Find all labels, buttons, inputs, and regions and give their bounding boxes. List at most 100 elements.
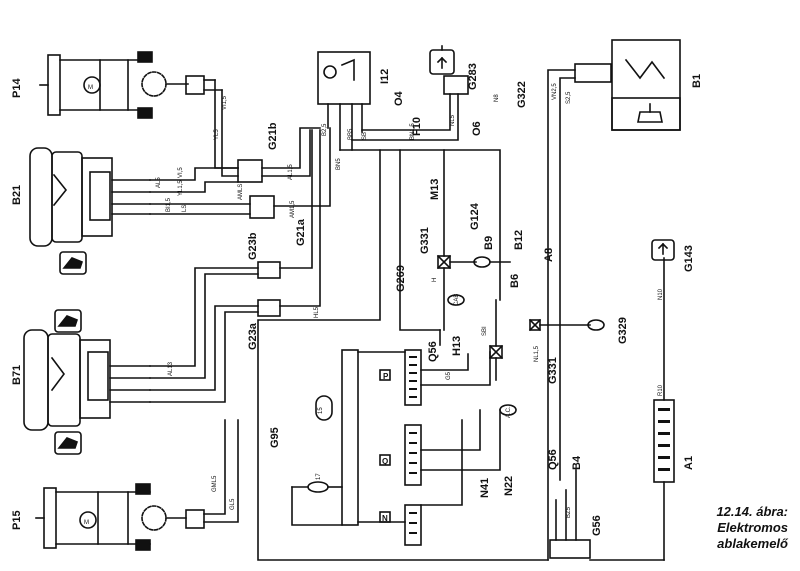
connector-g56 [549, 539, 591, 559]
label-h13: H13 [451, 336, 463, 356]
fuse-17 [307, 481, 329, 493]
wire-amls: AMLS [238, 184, 244, 200]
fuse-cab [447, 294, 465, 306]
label-q56-bottom: Q56 [547, 449, 559, 470]
label-b6: B6 [509, 274, 521, 288]
label-b9: B9 [483, 236, 495, 250]
label-g143: G143 [683, 245, 695, 272]
figure-caption: 12.14. ábra: Elektromos ablakemelő [716, 504, 788, 552]
seat-icon [637, 103, 663, 123]
switch-b71 [23, 329, 151, 431]
label-g23b: G23b [247, 232, 259, 260]
window-switch-icon [54, 309, 82, 333]
label-g331-top: G331 [419, 227, 431, 254]
wire-al5: AL5 [156, 177, 162, 188]
svg-text:M: M [88, 85, 93, 91]
wire-h: H [432, 278, 438, 282]
relay-i12 [317, 51, 371, 105]
wire-bn5: BN5 [336, 158, 342, 170]
wire-sb: SB [362, 132, 368, 140]
connector-g23a [257, 299, 281, 317]
wire-b25: B2,5 [322, 123, 328, 136]
connector-g21a [249, 195, 275, 219]
label-g269: G269 [395, 265, 407, 292]
wire-sbi: SBI [482, 326, 488, 336]
component-b1 [611, 39, 681, 131]
label-b21: B21 [11, 185, 23, 205]
label-b4: B4 [571, 455, 583, 470]
connector-letter-n: N [382, 514, 388, 523]
motor-icon: M [79, 511, 97, 529]
label-a8: A8 [543, 248, 555, 262]
connector-q [404, 424, 422, 486]
fuse-15 [315, 395, 333, 421]
caption-line-3: ablakemelő [717, 536, 788, 551]
wire-hl5: HL5 [314, 306, 320, 318]
wire-g5: G5 [446, 371, 452, 380]
label-q56-mid: Q56 [427, 341, 439, 362]
label-n22: N22 [503, 476, 515, 496]
wire-nl5: NL5 [450, 114, 456, 126]
wire-gml5: GML5 [212, 475, 218, 492]
fuse-label-17: 17 [316, 473, 322, 480]
wire-bn15: BN1,5 [410, 123, 416, 140]
label-g56: G56 [591, 515, 603, 536]
window-switch-icon [54, 431, 82, 455]
wire-am15: AM1,5 [290, 200, 296, 218]
label-a1: A1 [683, 456, 695, 470]
label-b1: B1 [691, 74, 703, 88]
label-f10: F10 [411, 117, 423, 136]
label-g21b: G21b [267, 122, 279, 150]
motor-p14: M [39, 51, 223, 119]
label-p15: P15 [11, 510, 23, 530]
wire-bb5: BB5 [348, 128, 354, 140]
motor-p15: M [35, 483, 205, 551]
svg-text:M: M [84, 520, 89, 526]
wire-n10: N10 [658, 288, 664, 300]
label-g23a: G23a [247, 322, 259, 350]
caption-line-2: Elektromos [717, 520, 788, 535]
wire-nl15: NL1,5 [534, 345, 540, 362]
connector-letter-p: P [383, 372, 389, 381]
label-g124: G124 [469, 202, 481, 230]
switch-b21 [29, 147, 151, 247]
fuse-g329 [587, 319, 605, 331]
wire-al13: AL13 [168, 361, 174, 376]
connector-p [404, 349, 422, 406]
label-b12: B12 [513, 230, 525, 250]
wire-al15: AL1,5 [288, 164, 294, 180]
label-m13: M13 [429, 179, 441, 200]
fuse-label-cab: CAB [454, 294, 460, 306]
fuse-label-ac: A.C. [506, 406, 512, 418]
wire-vn25: VN2,5 [552, 83, 558, 100]
wire-bi15: BI1,5 [166, 197, 172, 212]
connector-g21b [237, 159, 263, 183]
wire-gl5: GL5 [230, 498, 236, 510]
label-g322: G322 [516, 81, 528, 108]
caption-line-1: 12.14. ábra: [716, 504, 788, 519]
fuse-label-15: 15 [318, 407, 324, 414]
ground-icon [651, 239, 675, 261]
connector-letter-q: Q [382, 457, 388, 466]
label-g95: G95 [269, 427, 281, 448]
label-g21a: G21a [295, 218, 307, 246]
connector-g23b [257, 261, 281, 279]
wire-s25: S2,5 [566, 91, 572, 104]
motor-icon: M [83, 76, 101, 94]
label-g331-bottom: G331 [547, 357, 559, 384]
label-i12: I12 [379, 69, 391, 84]
label-b71: B71 [11, 365, 23, 385]
window-switch-icon [59, 251, 87, 275]
label-o4: O4 [393, 90, 405, 106]
label-g329: G329 [617, 317, 629, 344]
wire-r10: R10 [658, 384, 664, 396]
label-g283: G283 [467, 63, 479, 90]
wire-n8: N8 [494, 94, 500, 102]
label-n41: N41 [479, 478, 491, 498]
wire-ls: LS [182, 205, 188, 212]
connector-g283 [443, 75, 469, 95]
label-o6: O6 [471, 121, 483, 136]
wire-vi15: VI1,5 [222, 95, 228, 110]
connector-n [404, 504, 422, 546]
